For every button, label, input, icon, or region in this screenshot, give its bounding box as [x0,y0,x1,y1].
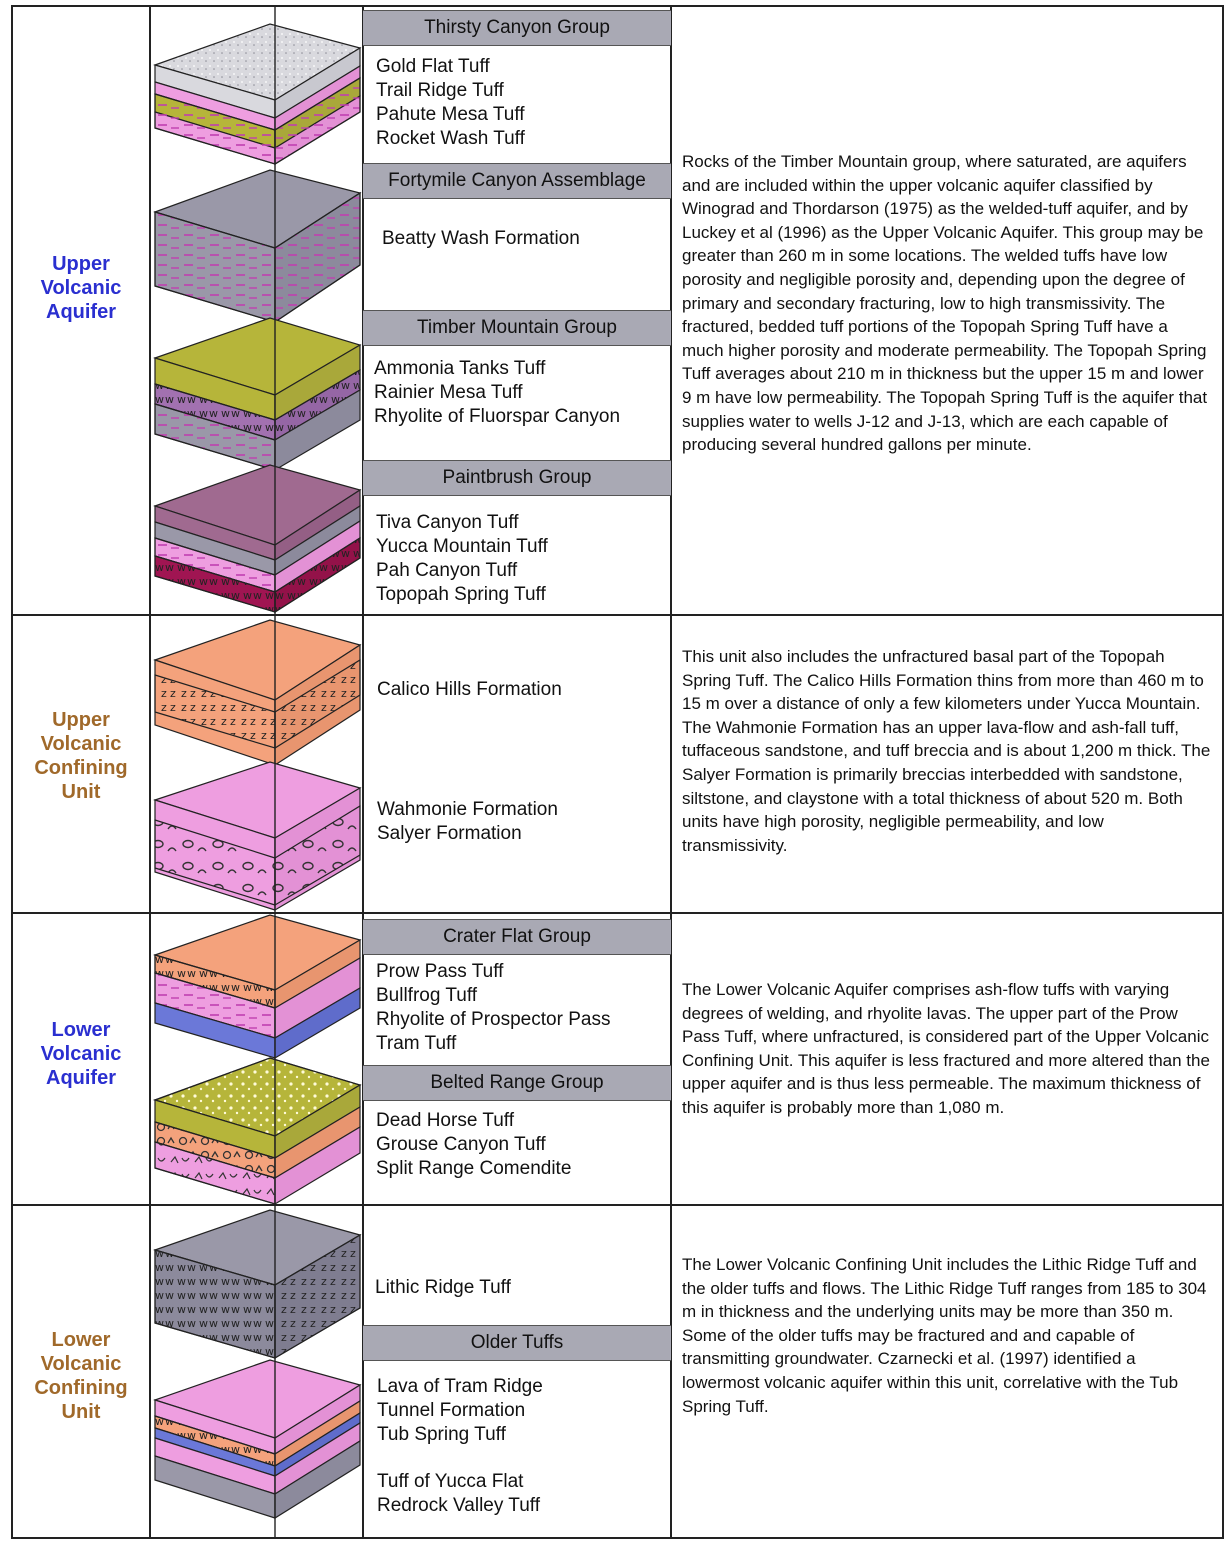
formation-list-fortymile-canyon: Beatty Wash Formation [382,227,672,251]
unit-label-line: Unit [61,781,101,803]
unit-label-line: Volcanic [40,1043,122,1065]
formation-name: Yucca Mountain Tuff [376,536,548,557]
formation-list-older-tuffs: Lava of Tram Ridge Tunnel Formation Tub … [377,1375,667,1447]
formation-name: Lithic Ridge Tuff [375,1277,511,1298]
formation-name: Tuff of Yucca Flat [377,1471,524,1492]
formation-name: Grouse Canyon Tuff [376,1134,546,1155]
formation-list-calico-hills: Calico Hills Formation [377,678,667,702]
formation-name: Split Range Comendite [376,1158,572,1179]
description-lower-confining: The Lower Volcanic Confining Unit includ… [682,1255,1207,1416]
formation-list-crater-flat: Prow Pass Tuff Bullfrog Tuff Rhyolite of… [376,960,666,1056]
group-header-belted-range: Belted Range Group [363,1065,671,1101]
unit-label-line: Volcanic [40,733,122,755]
strat-column-lower-aquifer [153,914,362,1206]
group-header-thirsty-canyon: Thirsty Canyon Group [363,10,671,46]
formation-name: Calico Hills Formation [377,679,562,700]
formation-list-lithic-ridge: Lithic Ridge Tuff [375,1276,665,1300]
unit-label-upper-aquifer: Upper Volcanic Aquifer [14,252,148,324]
formation-name: Beatty Wash Formation [382,228,580,249]
formation-name: Pah Canyon Tuff [376,560,518,581]
unit-label-lower-aquifer: Lower Volcanic Aquifer [14,1018,148,1090]
formation-name: Tub Spring Tuff [377,1424,506,1445]
formation-name: Rocket Wash Tuff [376,128,525,149]
formation-name: Redrock Valley Tuff [377,1495,540,1516]
unit-label-line: Aquifer [46,1067,116,1089]
formation-list-yucca-flat: Tuff of Yucca Flat Redrock Valley Tuff [377,1470,667,1518]
formation-list-wahmonie: Wahmonie Formation Salyer Formation [377,798,667,846]
formation-list-thirsty-canyon: Gold Flat Tuff Trail Ridge Tuff Pahute M… [376,55,666,151]
description-upper-confining: This unit also includes the unfractured … [682,647,1211,855]
group-header-paintbrush: Paintbrush Group [363,460,671,496]
formation-name: Topopah Spring Tuff [376,584,546,605]
description-lower-aquifer: The Lower Volcanic Aquifer comprises ash… [682,980,1210,1117]
group-header-fortymile-canyon: Fortymile Canyon Assemblage [363,163,671,199]
group-header-older-tuffs: Older Tuffs [363,1325,671,1361]
formation-name: Tram Tuff [376,1033,457,1054]
formation-name: Rhyolite of Prospector Pass [376,1009,611,1030]
formation-name: Salyer Formation [377,823,522,844]
unit-label-line: Volcanic [40,1353,122,1375]
formation-name: Prow Pass Tuff [376,961,504,982]
description-upper-aquifer: Rocks of the Timber Mountain group, wher… [682,152,1208,455]
formation-name: Trail Ridge Tuff [376,80,504,101]
unit-label-line: Aquifer [46,301,116,323]
unit-label-upper-confining: Upper Volcanic Confining Unit [14,708,148,804]
formation-name: Wahmonie Formation [377,799,558,820]
unit-label-line: Confining [34,1377,128,1399]
formation-name: Rainier Mesa Tuff [374,382,523,403]
unit-label-line: Unit [61,1401,101,1423]
unit-label-line: Upper [52,709,110,731]
group-header-timber-mountain: Timber Mountain Group [363,310,671,346]
unit-label-lower-confining: Lower Volcanic Confining Unit [14,1328,148,1424]
group-header-crater-flat: Crater Flat Group [363,919,671,955]
formation-name: Ammonia Tanks Tuff [374,358,546,379]
formation-name: Tiva Canyon Tuff [376,512,519,533]
formation-name: Lava of Tram Ridge [377,1376,543,1397]
formation-list-belted-range: Dead Horse Tuff Grouse Canyon Tuff Split… [376,1109,666,1181]
formation-name: Rhyolite of Fluorspar Canyon [374,406,621,427]
strat-column-upper-confining [153,619,362,912]
formation-name: Dead Horse Tuff [376,1110,515,1131]
formation-name: Pahute Mesa Tuff [376,104,525,125]
formation-list-timber-mountain: Ammonia Tanks Tuff Rainier Mesa Tuff Rhy… [374,357,664,429]
unit-label-line: Upper [52,253,110,275]
strat-column-lower-confining [153,1209,362,1520]
unit-label-line: Volcanic [40,277,122,299]
strat-column-upper-aquifer [153,23,362,614]
unit-label-line: Lower [51,1019,111,1041]
unit-label-line: Confining [34,757,128,779]
formation-name: Gold Flat Tuff [376,56,490,77]
formation-name: Bullfrog Tuff [376,985,478,1006]
formation-name: Tunnel Formation [377,1400,526,1421]
formation-list-paintbrush: Tiva Canyon Tuff Yucca Mountain Tuff Pah… [376,511,666,607]
unit-label-line: Lower [51,1329,111,1351]
